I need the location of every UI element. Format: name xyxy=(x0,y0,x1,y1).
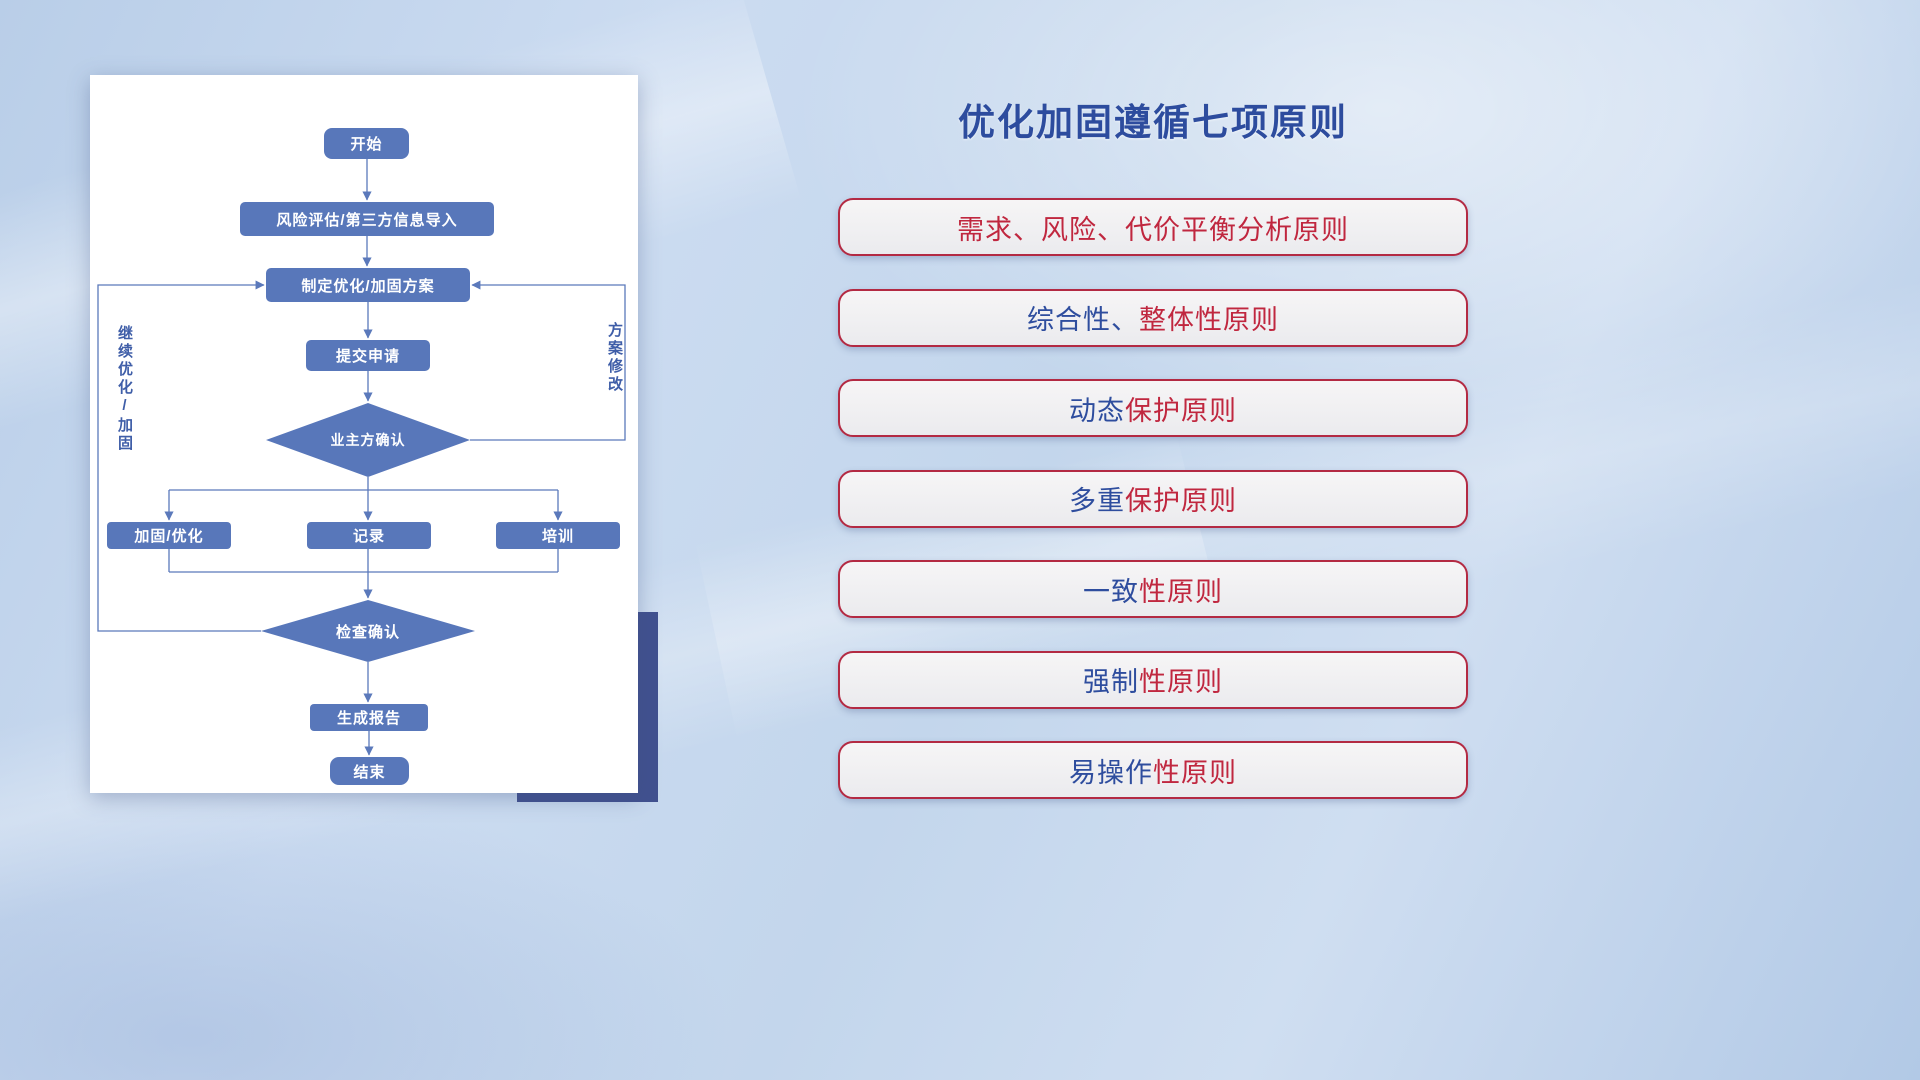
principle-text-blue: 强制 xyxy=(1083,667,1139,697)
flow-node-record: 记录 xyxy=(307,522,431,549)
principle-text-blue: 综合性、 xyxy=(1027,305,1139,335)
principle-box-3: 动态保护原则 xyxy=(838,379,1468,437)
principle-text-red: 性原则 xyxy=(1139,576,1223,607)
principle-box-5: 一致性原则 xyxy=(838,560,1468,618)
principle-text-blue: 多重 xyxy=(1069,486,1125,516)
principle-text-red: 保护原则 xyxy=(1125,395,1237,426)
flow-node-report: 生成报告 xyxy=(310,704,428,731)
page-title: 优化加固遵循七项原则 xyxy=(958,102,1348,143)
edge-label-continue-loop: 继续优化/加固 xyxy=(116,325,133,453)
flow-node-end: 结束 xyxy=(330,757,409,785)
principle-text-blue: 易操作 xyxy=(1069,757,1153,788)
principle-text-red: 保护原则 xyxy=(1125,486,1237,516)
principle-text-red: 性原则 xyxy=(1139,667,1223,697)
principle-box-1: 需求、风险、代价平衡分析原则 xyxy=(838,198,1468,256)
principle-text-blue: 动态 xyxy=(1069,395,1125,426)
principles-list: 需求、风险、代价平衡分析原则 综合性、整体性原则 动态保护原则 多重保护原则 一… xyxy=(838,198,1468,799)
principle-box-4: 多重保护原则 xyxy=(838,469,1468,528)
edge-label-revise-loop: 方案修改 xyxy=(606,322,623,394)
flow-node-training: 培训 xyxy=(496,522,620,549)
principle-text-blue: 一致 xyxy=(1083,576,1139,607)
principle-box-2: 综合性、整体性原则 xyxy=(838,288,1468,347)
principle-text-red: 性原则 xyxy=(1153,757,1237,788)
flow-node-start: 开始 xyxy=(324,128,409,159)
principle-text-red: 整体性原则 xyxy=(1139,305,1279,335)
principle-box-6: 强制性原则 xyxy=(838,650,1468,709)
flow-node-make-plan: 制定优化/加固方案 xyxy=(266,268,470,302)
principle-box-7: 易操作性原则 xyxy=(838,741,1468,799)
flow-node-risk-import: 风险评估/第三方信息导入 xyxy=(240,202,494,236)
flow-node-reinforce: 加固/优化 xyxy=(107,522,231,549)
principle-text-red: 需求、风险、代价平衡分析原则 xyxy=(957,214,1349,245)
flowchart-card: 开始 风险评估/第三方信息导入 制定优化/加固方案 提交申请 业主方确认 加固/… xyxy=(90,75,638,793)
flow-node-submit: 提交申请 xyxy=(306,340,430,371)
